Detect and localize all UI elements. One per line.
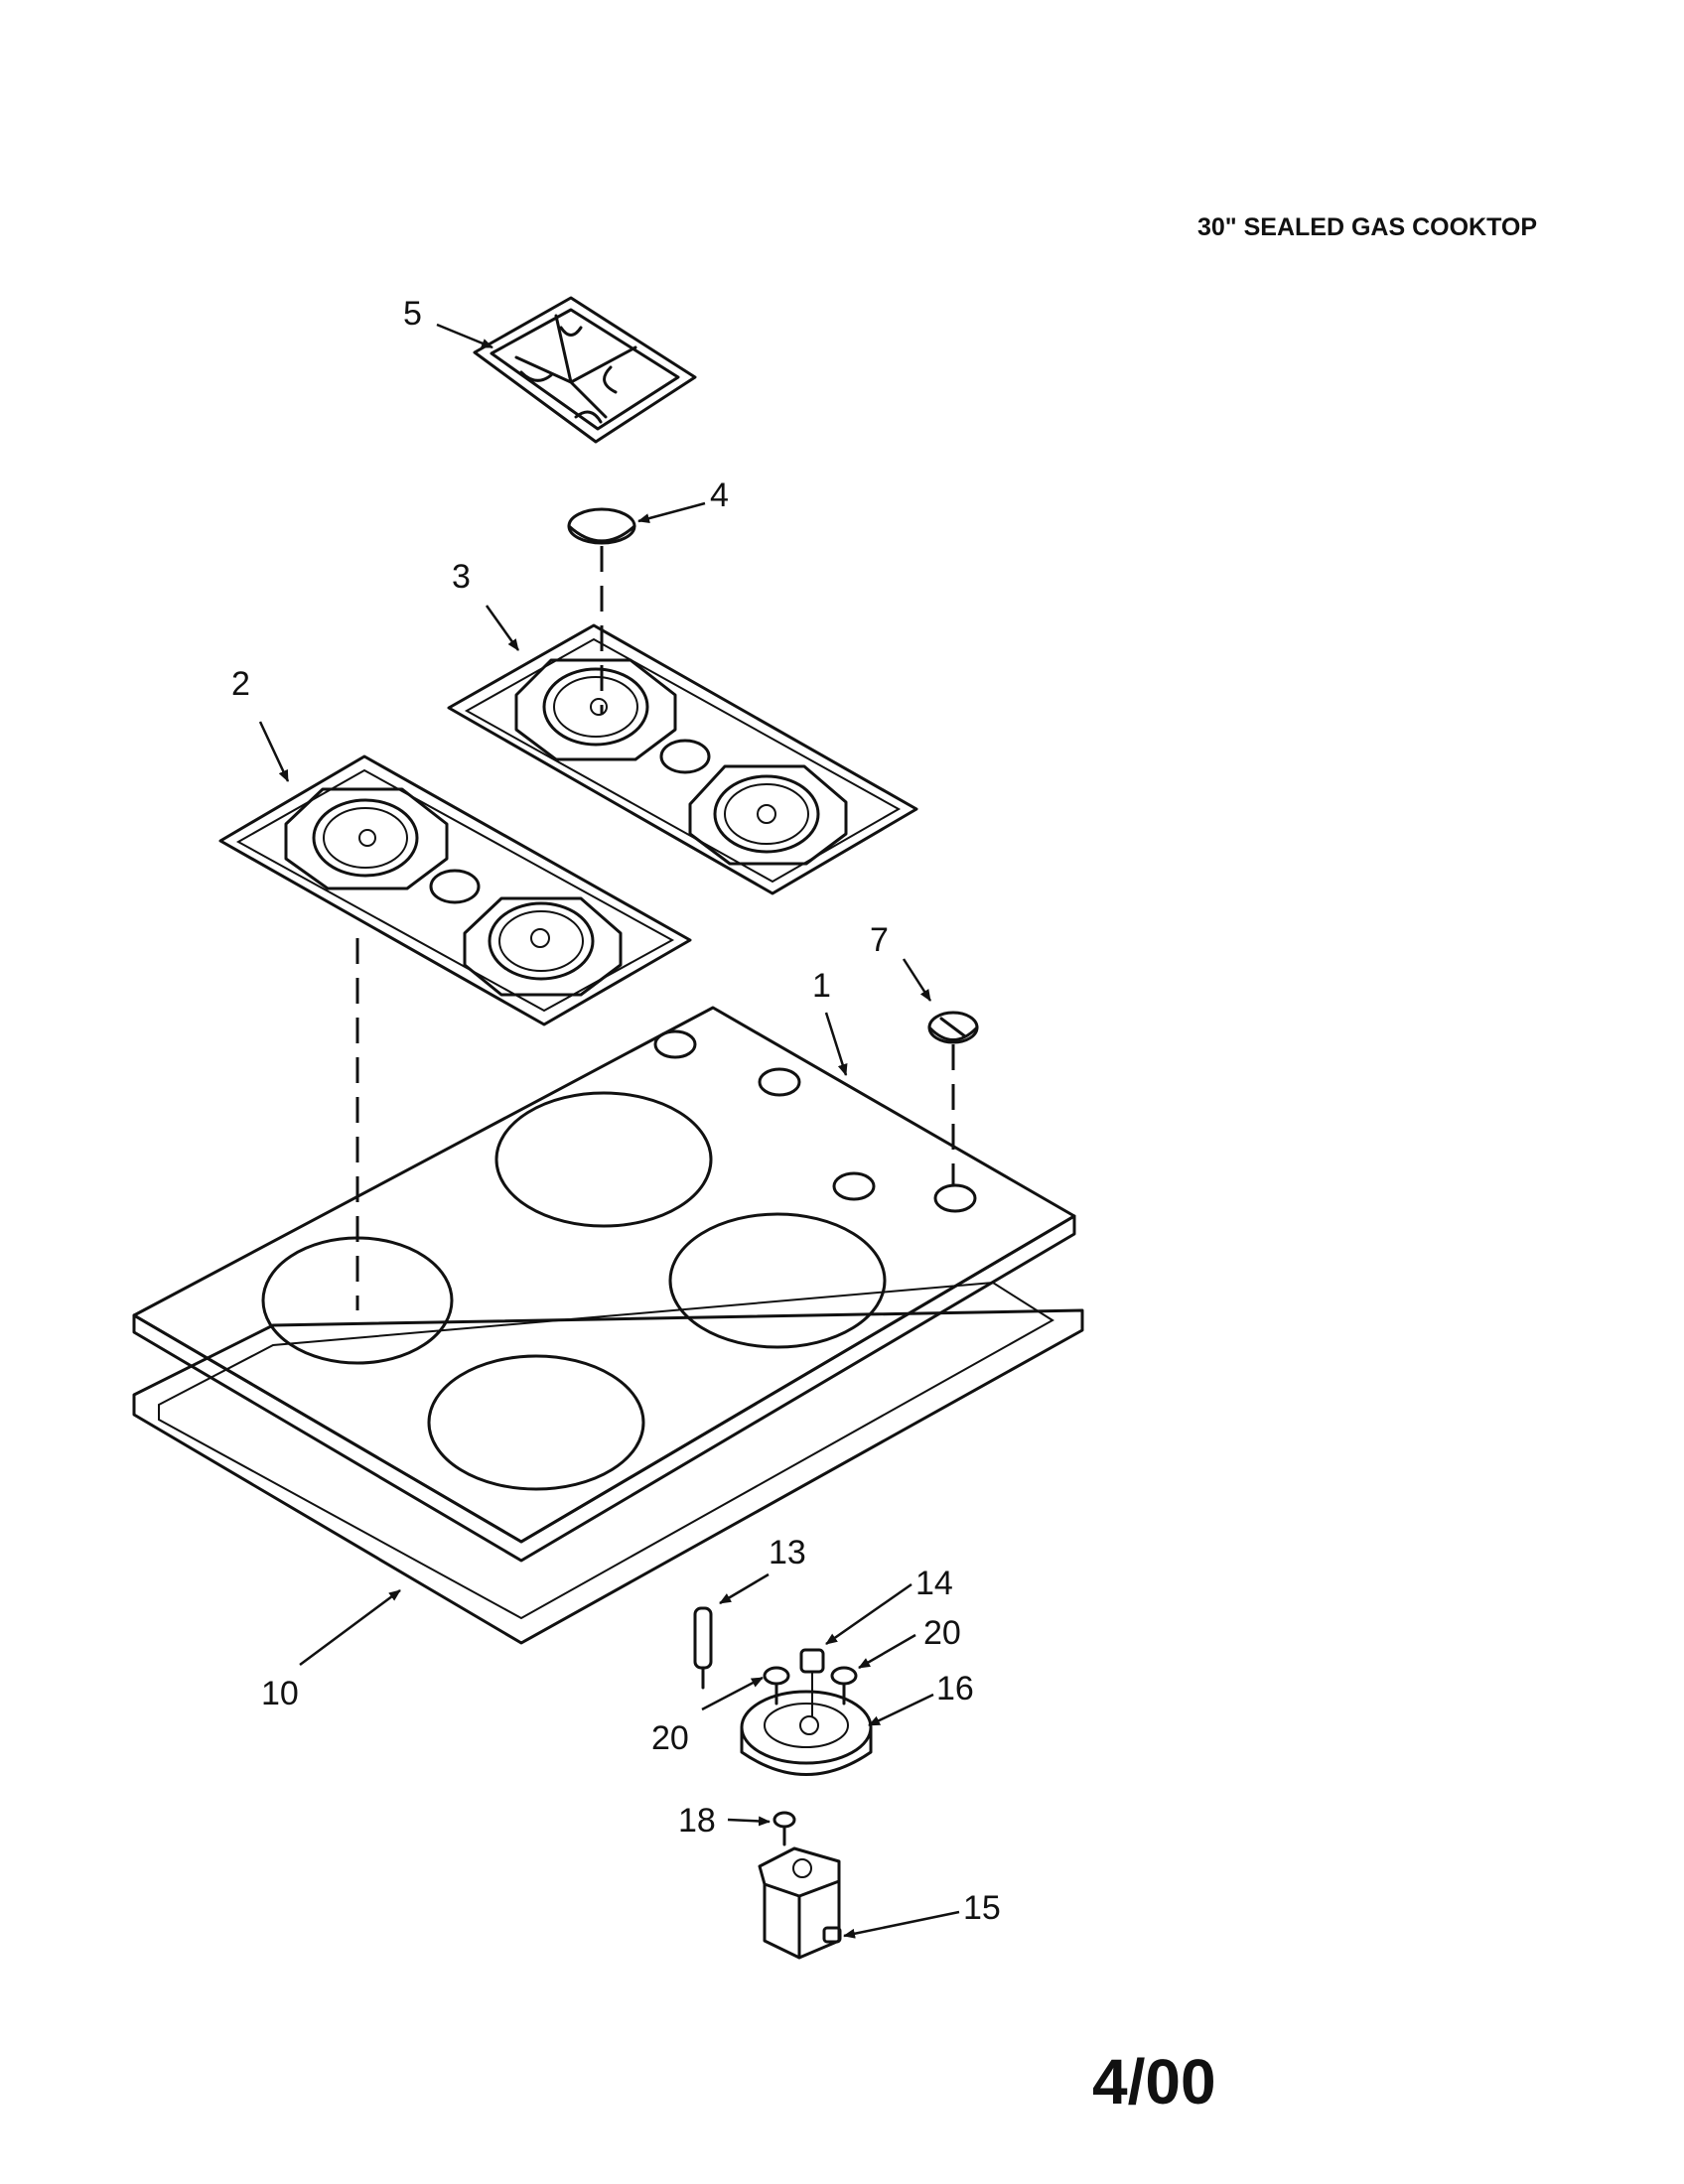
callout-1: 1: [812, 967, 831, 1005]
callout-20-left: 20: [651, 1719, 689, 1757]
burner-base: [740, 1690, 873, 1776]
spark-electrode: [693, 1606, 713, 1690]
screw-right: [830, 1666, 858, 1706]
callout-18: 18: [678, 1802, 716, 1840]
callout-20-right: 20: [923, 1614, 961, 1652]
callout-13: 13: [769, 1534, 806, 1571]
burner-plate-right: [447, 623, 918, 895]
callout-15: 15: [963, 1889, 1001, 1927]
callout-14: 14: [915, 1565, 953, 1602]
callout-10: 10: [261, 1675, 299, 1712]
callout-5: 5: [403, 295, 422, 333]
callout-3: 3: [452, 558, 471, 596]
callout-2: 2: [231, 665, 250, 703]
burner-bracket: [758, 1846, 842, 1960]
callout-4: 4: [710, 477, 729, 514]
burner-plate-left: [218, 754, 692, 1026]
diagram-title: 30" SEALED GAS COOKTOP: [1197, 213, 1538, 241]
date-code: 4/00: [1092, 2046, 1216, 2117]
cooktop-gasket: [132, 1281, 1084, 1645]
burner-orifice: [799, 1648, 825, 1717]
burner-cap: [567, 507, 636, 545]
callout-7: 7: [870, 921, 889, 959]
callout-16: 16: [936, 1670, 974, 1707]
leader-lines: [258, 323, 960, 1939]
control-knob: [927, 1011, 979, 1044]
screw-left: [763, 1666, 790, 1706]
cooktop-top: [132, 1006, 1076, 1563]
mounting-screw: [772, 1811, 796, 1846]
burner-grate: [473, 296, 697, 444]
